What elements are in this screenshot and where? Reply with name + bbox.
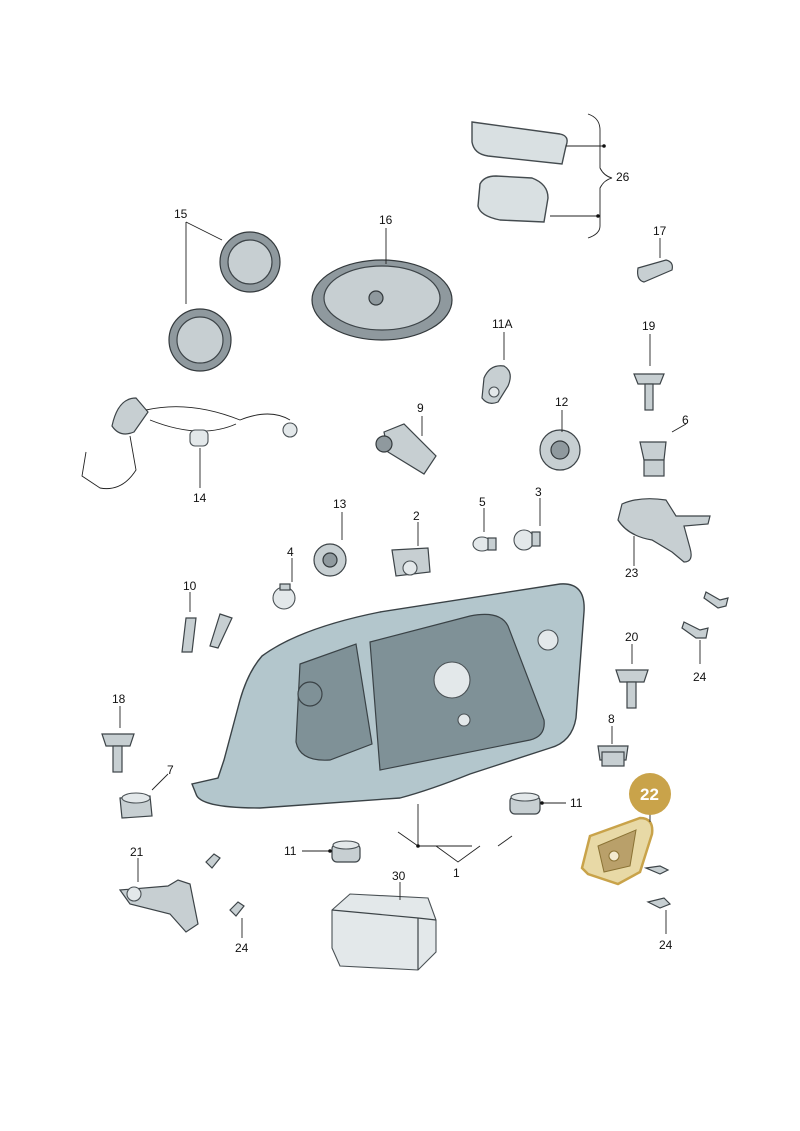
label-21: 21 xyxy=(130,845,144,859)
label-20: 20 xyxy=(625,630,639,644)
part-6-socket xyxy=(639,423,687,477)
label-10: 10 xyxy=(183,579,197,593)
label-24-left: 24 xyxy=(235,941,249,955)
label-14: 14 xyxy=(193,491,207,505)
label-3: 3 xyxy=(535,485,542,499)
label-9: 9 xyxy=(417,401,424,415)
part-26-lenses xyxy=(471,113,613,239)
part-3-bulb xyxy=(513,498,541,551)
label-19: 19 xyxy=(642,319,656,333)
label-5: 5 xyxy=(479,495,486,509)
label-7: 7 xyxy=(167,763,174,777)
label-15: 15 xyxy=(174,207,188,221)
label-30: 30 xyxy=(392,869,406,883)
label-17: 17 xyxy=(653,224,667,238)
label-11-center: 11 xyxy=(284,844,297,858)
part-24-screws-left xyxy=(205,853,245,938)
label-11-right: 11 xyxy=(570,796,583,810)
part-2-bulb-socket xyxy=(391,522,431,577)
label-24-lower-right: 24 xyxy=(659,938,673,952)
part-22-bracket-highlighted xyxy=(580,812,654,886)
part-11A-grommet xyxy=(481,332,511,404)
part-23-bracket xyxy=(617,498,711,566)
part-7-nut xyxy=(119,773,169,819)
part-13-socket xyxy=(313,512,347,577)
label-18: 18 xyxy=(112,692,126,706)
badge-22[interactable] xyxy=(629,773,671,815)
label-26: 26 xyxy=(616,170,630,184)
label-24-upper: 24 xyxy=(693,670,707,684)
part-20-screw xyxy=(615,644,649,709)
label-2: 2 xyxy=(413,509,420,523)
part-21-bracket xyxy=(118,858,199,933)
part-30-control-module xyxy=(331,882,437,971)
label-6: 6 xyxy=(682,413,689,427)
label-23: 23 xyxy=(625,566,639,580)
label-12: 12 xyxy=(555,395,569,409)
label-16: 16 xyxy=(379,213,393,227)
part-5-bulb xyxy=(472,508,497,552)
part-24-screws-lower xyxy=(643,865,672,934)
part-11-spacer-center xyxy=(302,840,361,863)
part-12-holder xyxy=(539,410,581,471)
part-15-caps xyxy=(168,221,281,372)
label-4: 4 xyxy=(287,545,294,559)
label-1: 1 xyxy=(453,866,460,880)
part-14-wiring-harness xyxy=(81,397,298,490)
part-19-screw xyxy=(633,334,665,411)
part-24-screws-upper xyxy=(681,591,729,664)
label-8: 8 xyxy=(608,712,615,726)
part-4-bulb xyxy=(272,558,296,610)
badge-22-text: 22 xyxy=(640,785,659,804)
label-13: 13 xyxy=(333,497,347,511)
part-17-clip xyxy=(637,238,673,283)
part-9-level-motor xyxy=(375,416,437,475)
part-18-screw xyxy=(101,706,135,773)
part-1-headlight-housing xyxy=(191,583,585,863)
part-11-spacer-right xyxy=(509,792,566,815)
part-8-nut xyxy=(597,726,629,767)
label-11A: 11A xyxy=(492,317,512,331)
part-16-cover xyxy=(311,228,453,341)
part-10-bulbs xyxy=(181,592,233,653)
